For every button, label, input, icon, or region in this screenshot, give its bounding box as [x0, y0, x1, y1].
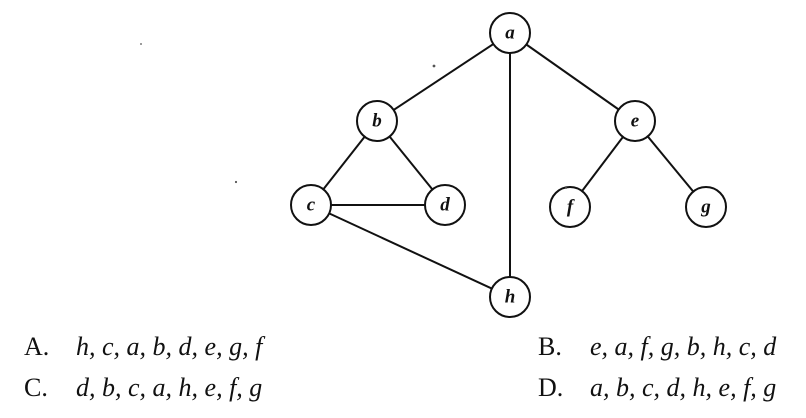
node-label: c — [307, 195, 316, 216]
node-f: f — [549, 186, 591, 228]
graph-diagram: a b e c d f g h — [140, 12, 727, 318]
scan-speck — [565, 187, 567, 189]
edges-layer — [310, 32, 707, 298]
option-sequence: d, b, c, a, h, e, f, g — [76, 373, 263, 402]
node-circle — [489, 276, 531, 318]
edge-a-b — [376, 32, 511, 122]
node-b: b — [356, 100, 398, 142]
node-circle — [549, 186, 591, 228]
node-h: h — [489, 276, 531, 318]
node-e: e — [614, 100, 656, 142]
option-letter: D. — [538, 373, 564, 402]
option-letter: C. — [24, 373, 48, 402]
option-letter: A. — [24, 332, 50, 361]
scan-speck — [234, 180, 238, 184]
answer-option-c[interactable]: C. d, b, c, a, h, e, f, g — [24, 373, 262, 403]
node-circle — [356, 100, 398, 142]
edge-a-e — [509, 32, 636, 122]
option-sequence: a, b, c, d, h, e, f, g — [590, 373, 777, 402]
node-label: g — [700, 197, 711, 218]
node-label: e — [631, 111, 640, 132]
node-circle — [290, 184, 332, 226]
option-sequence: e, a, f, g, b, h, c, d — [590, 332, 777, 361]
node-circle — [489, 12, 531, 54]
node-label: h — [505, 287, 516, 308]
option-letter: B. — [538, 332, 562, 361]
scan-speck — [432, 64, 436, 68]
node-circle — [614, 100, 656, 142]
answer-option-b[interactable]: B. e, a, f, g, b, h, c, d — [538, 332, 776, 362]
node-g: g — [685, 186, 727, 228]
node-label: b — [372, 111, 382, 132]
node-label: d — [440, 195, 450, 216]
nodes-layer: a b e c d f g h — [290, 12, 727, 318]
node-label: f — [567, 197, 575, 218]
node-label: a — [505, 23, 515, 44]
option-sequence: h, c, a, b, d, e, g, f — [76, 332, 263, 361]
answer-option-a[interactable]: A. h, c, a, b, d, e, g, f — [24, 332, 262, 362]
node-c: c — [290, 184, 332, 226]
edge-c-h — [310, 204, 511, 298]
answer-option-d[interactable]: D. a, b, c, d, h, e, f, g — [538, 373, 776, 403]
node-circle — [685, 186, 727, 228]
node-circle — [424, 184, 466, 226]
scan-speck — [140, 43, 142, 45]
node-a: a — [489, 12, 531, 54]
node-d: d — [424, 184, 466, 226]
